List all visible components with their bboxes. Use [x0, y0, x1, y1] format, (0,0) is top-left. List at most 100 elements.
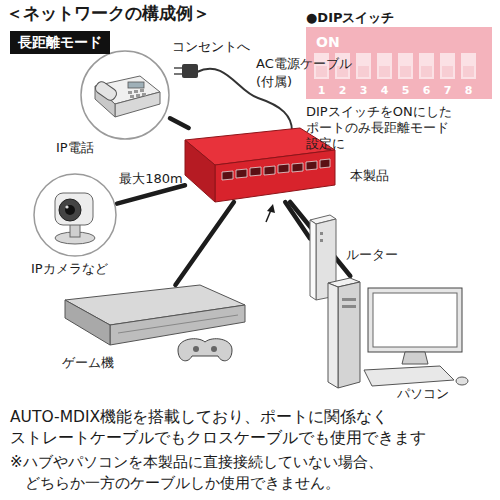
pc-illustration: [328, 283, 338, 388]
game-console-illustration: [110, 305, 245, 345]
node-text: 5: [398, 84, 413, 98]
lan-cable: [175, 202, 234, 285]
node-text: 6: [419, 84, 434, 98]
dip-switch-knob: [400, 66, 411, 77]
node-text: DIPスイッチをONにした ポートのみ長距離モード 設定に: [306, 104, 466, 152]
phone-keypad: [128, 89, 146, 98]
power-cable: [174, 67, 182, 69]
switch-port: [278, 164, 289, 173]
dip-switch-box: ●DIPスイッチ ON 12345678DIPスイッチをONにした ポートのみ長距離…: [300, 4, 495, 154]
pc-illustration: [368, 288, 462, 352]
node-label: ●DIPスイッチ: [306, 10, 486, 26]
ip-camera-illustration: [59, 199, 81, 221]
device-ip-phone: IP電話: [80, 50, 170, 140]
power-cable: [174, 73, 182, 75]
node-text: ON: [316, 34, 356, 52]
dip-switch-slot: [377, 53, 392, 79]
phone-keypad: [142, 93, 146, 96]
node-label: 長距離モード: [10, 31, 110, 54]
switch-port: [306, 161, 317, 170]
node-text: 3: [356, 84, 371, 98]
game-controller: [211, 346, 217, 352]
note-label: ※ハブやパソコンを本製品に直接接続していない場合、 どちらか一方のケーブルしか使…: [10, 452, 500, 494]
ip-camera-illustration: [34, 174, 116, 256]
edge-label: 最大180m: [119, 171, 182, 187]
ip-camera-illustration: [65, 205, 68, 208]
node-label: IP電話: [56, 140, 126, 156]
ip-camera-illustration: [55, 193, 93, 225]
device-game-console: ゲーム機: [60, 285, 245, 350]
pc-illustration: [328, 278, 468, 388]
game-console-illustration: [65, 300, 110, 345]
dip-switch-knob: [421, 66, 432, 77]
router-illustration: [320, 232, 323, 235]
node-label: ルーター: [346, 247, 416, 263]
node-label: IPカメラなど: [31, 261, 131, 277]
node-text: 1: [314, 84, 329, 98]
switch-port: [222, 171, 233, 180]
device-ip-camera: IPカメラなど: [33, 173, 117, 257]
node-text: 7: [440, 84, 455, 98]
dip-switch-knob: [463, 66, 474, 77]
dip-switch-knob: [358, 66, 369, 77]
diagram-caption: AUTO-MDIX機能を搭載しており、ポートに関係なく ストレートケーブルでもク…: [10, 407, 494, 449]
pc-illustration: [338, 282, 360, 388]
lan-cable: [170, 118, 189, 128]
node-label: 本製品: [350, 168, 410, 184]
pc-illustration: [364, 366, 454, 386]
note-label: コンセントへ: [172, 39, 262, 55]
ip-camera-illustration: [34, 174, 116, 256]
switch-port: [222, 159, 330, 180]
ip-phone-illustration: [128, 82, 144, 88]
pc-illustration: [373, 293, 457, 347]
phone-keypad: [130, 95, 134, 98]
node-text: 2: [335, 84, 350, 98]
dip-switch-knob: [379, 66, 390, 77]
dip-switch-slot: [461, 53, 476, 79]
game-console-illustration: [118, 315, 238, 333]
phone-keypad: [128, 91, 132, 94]
switch-port: [292, 163, 303, 172]
pc-illustration: [402, 352, 428, 364]
node-text: 8: [461, 84, 476, 98]
node-label: パソコン: [397, 386, 477, 402]
mode-band: 長距離モード: [10, 31, 110, 54]
device-pc: パソコン: [325, 276, 465, 386]
dip-switch-slot: [398, 53, 413, 79]
router-illustration: [310, 220, 316, 300]
phone-keypad: [136, 94, 140, 97]
switch-illustration: [215, 150, 335, 202]
pointer-arrow: [267, 204, 275, 213]
pc-illustration: [342, 298, 356, 301]
dip-switch-knob: [442, 66, 453, 77]
switch-port: [320, 159, 330, 168]
lan-cable: [117, 185, 185, 203]
pointer-arrow: [266, 204, 275, 222]
dip-switch-slot: [440, 53, 455, 79]
ip-phone-illustration: [81, 51, 169, 139]
ip-phone-illustration: [81, 51, 169, 139]
switch-port: [250, 167, 261, 176]
phone-keypad: [134, 90, 138, 93]
pc-illustration: [342, 305, 356, 308]
ip-phone-illustration: [115, 92, 160, 117]
device-router: ルーター: [310, 215, 336, 300]
ip-camera-illustration: [65, 205, 75, 215]
node-label: ゲーム機: [62, 355, 142, 371]
node-text: 4: [377, 84, 392, 98]
ip-phone-illustration: [94, 80, 119, 102]
dip-switch-slot: [356, 53, 371, 79]
switch-port: [236, 169, 247, 178]
game-console-illustration: [65, 285, 245, 345]
pc-illustration: [456, 377, 468, 385]
game-controller: [178, 339, 232, 361]
device-switch: 本製品: [185, 128, 335, 202]
power-cable: [182, 64, 198, 78]
switch-illustration: [185, 140, 215, 202]
game-controller: [178, 339, 232, 361]
game-controller: [193, 346, 199, 352]
router-illustration: [320, 239, 323, 242]
phone-keypad: [140, 89, 144, 92]
diagram-title: ＜ネットワークの構成例＞: [6, 3, 306, 24]
